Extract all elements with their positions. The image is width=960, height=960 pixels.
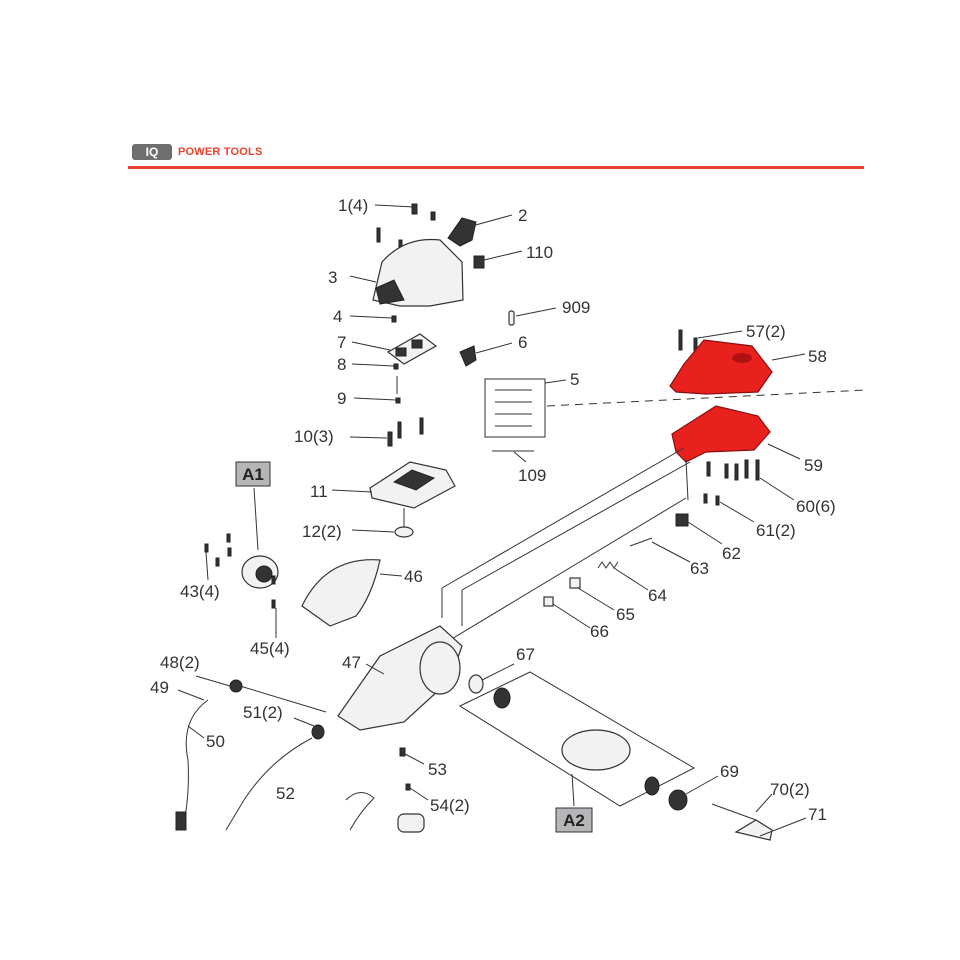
part-screws-61 (685, 459, 755, 523)
assembly-label-a2-text: A2 (563, 811, 585, 830)
part-shaft-tube (441, 447, 691, 641)
callout-9: 9 (337, 389, 346, 408)
part-spring-64 (597, 561, 649, 591)
part-upper-housing-58 (669, 339, 806, 395)
callout-7: 7 (337, 333, 346, 352)
part-screws-54 (405, 783, 429, 801)
callout-58: 58 (808, 347, 827, 366)
assembly-label-a1-text: A1 (242, 465, 264, 484)
part-screws-10 (349, 417, 424, 447)
callout-6: 6 (518, 333, 527, 352)
callout-46: 46 (404, 567, 423, 586)
part-armature-A2-assembly (458, 671, 696, 807)
callout-110: 110 (526, 243, 553, 262)
part-screw-8 (351, 363, 399, 370)
part-strain-relief-50 (187, 725, 205, 739)
callout-11: 11 (310, 482, 328, 501)
callout-43: 43(4) (180, 582, 220, 601)
part-housing-71 (734, 817, 807, 841)
part-switch-trigger-2 (447, 214, 513, 247)
callout-54: 54(2) (430, 796, 470, 815)
callout-59: 59 (804, 456, 823, 475)
callout-5: 5 (570, 370, 579, 389)
callout-47: 47 (342, 653, 361, 672)
assembly-label-a1: A1 (235, 461, 271, 487)
brand-header: IQ POWER TOOLS (128, 140, 864, 172)
callout-66: 66 (590, 622, 609, 641)
part-seal-67 (468, 663, 515, 694)
callout-48: 48(2) (160, 653, 200, 672)
part-plate-66 (543, 596, 591, 629)
part-clip-110 (473, 250, 523, 269)
part-cable-52 (225, 737, 313, 831)
callout-61: 61(2) (756, 521, 796, 540)
header-divider (128, 166, 864, 169)
callout-52: 52 (276, 784, 295, 803)
part-base-plate-11 (331, 461, 456, 509)
part-screw-9 (353, 376, 401, 404)
callout-69: 69 (720, 762, 739, 781)
callout-10: 10(3) (294, 427, 334, 446)
part-button-6 (459, 342, 513, 367)
part-top-cover-3 (349, 238, 464, 307)
part-feet-12 (351, 508, 414, 538)
callout-64: 64 (648, 586, 667, 605)
part-spring-and-sleeve (345, 792, 425, 833)
part-cord-49 (175, 689, 209, 831)
callout-2: 2 (518, 206, 527, 225)
assembly-label-a2: A2 (555, 807, 593, 833)
callout-8: 8 (337, 355, 346, 374)
part-lower-housing-59 (671, 405, 801, 463)
part-screws-45 (271, 575, 277, 638)
part-screw-53 (399, 747, 425, 765)
callout-45: 45(4) (250, 639, 290, 658)
callout-65: 65 (616, 605, 635, 624)
callout-57: 57(2) (746, 322, 786, 341)
part-wire-63 (629, 537, 691, 563)
callout-49: 49 (150, 678, 169, 697)
part-pin-909 (508, 307, 557, 326)
callout-71: 71 (808, 805, 827, 824)
part-nut-51 (293, 717, 325, 740)
callout-53: 53 (428, 760, 447, 779)
part-plate-65 (569, 577, 615, 611)
callout-63: 63 (690, 559, 709, 578)
part-screws-70 (711, 793, 773, 821)
callout-909: 909 (562, 298, 590, 317)
brand-name: POWER TOOLS (178, 146, 263, 158)
callout-60: 60(6) (796, 497, 836, 516)
callout-67: 67 (516, 645, 535, 664)
callout-12: 12(2) (302, 522, 342, 541)
callout-50: 50 (206, 732, 225, 751)
part-gear-housing-47 (337, 625, 463, 731)
part-guard-46 (301, 559, 403, 627)
callout-109: 109 (518, 466, 546, 485)
callout-51: 51(2) (243, 703, 283, 722)
callout-62: 62 (722, 544, 741, 563)
part-screws-60 (706, 459, 795, 501)
callout-4: 4 (333, 307, 342, 326)
callout-70: 70(2) (770, 780, 810, 799)
brand-logo-badge: IQ (132, 144, 172, 160)
part-bearing-69 (668, 775, 719, 811)
callout-3: 3 (328, 268, 337, 287)
part-wire-kit-5 (484, 378, 866, 438)
part-screw-4 (349, 315, 397, 323)
part-motor-A1-assembly (204, 487, 279, 589)
part-circuit-board-7 (351, 333, 438, 365)
part-knob-48 (195, 675, 327, 713)
part-cable-109 (492, 450, 534, 463)
part-connector-62 (675, 513, 723, 545)
callout-1: 1(4) (338, 196, 368, 215)
